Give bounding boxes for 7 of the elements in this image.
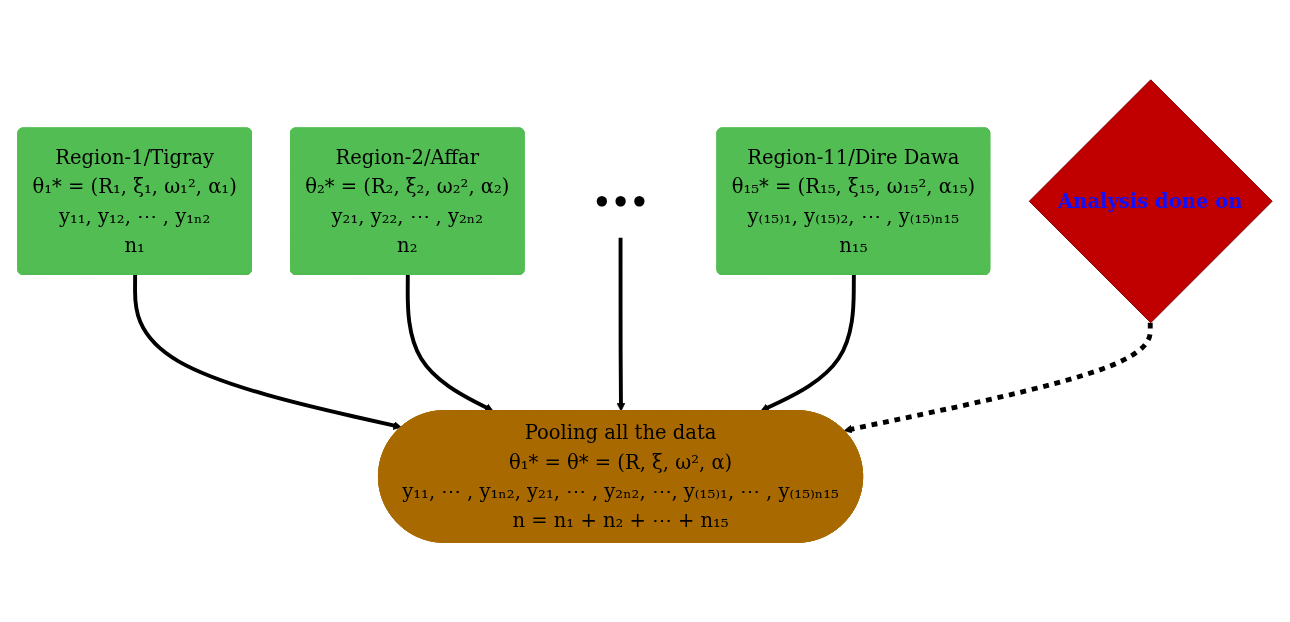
node-text: ••• xyxy=(592,184,649,219)
arrow xyxy=(843,322,1153,434)
arrow xyxy=(133,274,402,430)
node-diamond: Analysis done on xyxy=(1028,79,1273,324)
arrow xyxy=(760,274,856,412)
arrow xyxy=(405,274,494,412)
arrow xyxy=(616,237,626,412)
